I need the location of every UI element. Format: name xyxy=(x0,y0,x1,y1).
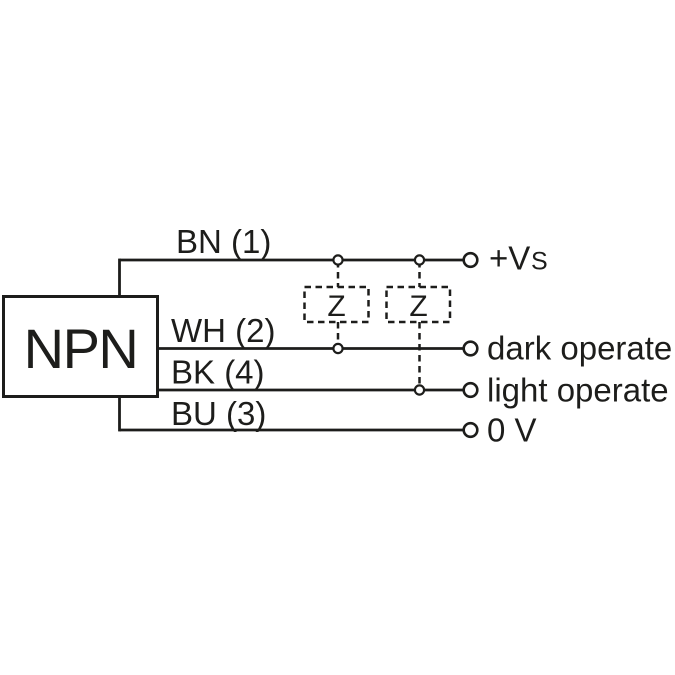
terminal-dark-operate-label: dark operate xyxy=(487,330,672,367)
wire-bk-label: BK (4) xyxy=(171,354,265,391)
load-z1-label: Z xyxy=(327,290,345,323)
terminal-circle-vs xyxy=(462,251,479,269)
terminal-circle-light-operate xyxy=(462,381,479,399)
junction-dot-z2-bottom xyxy=(413,384,426,396)
load-z2-label: Z xyxy=(409,290,427,323)
junction-dot-z1-top xyxy=(332,254,344,266)
load-z2-box xyxy=(385,285,452,324)
wire-bn-label: BN (1) xyxy=(176,223,271,260)
junction-dot-z2-top xyxy=(413,254,426,266)
terminal-light-operate-label: light operate xyxy=(487,372,669,409)
device-label: NPN xyxy=(24,317,138,380)
terminal-circle-0v xyxy=(462,421,479,439)
terminal-0v-label: 0 V xyxy=(487,412,537,449)
device-box xyxy=(2,295,159,398)
wire-wh-label: WH (2) xyxy=(171,312,275,349)
terminal-vs-label: +V xyxy=(489,240,530,277)
junction-dot-z1-bottom xyxy=(332,342,344,355)
terminal-circle-dark-operate xyxy=(462,340,479,357)
wire-bu-label: BU (3) xyxy=(171,395,266,432)
load-z1-box xyxy=(303,285,370,324)
terminal-vs-subscript: S xyxy=(531,248,548,276)
